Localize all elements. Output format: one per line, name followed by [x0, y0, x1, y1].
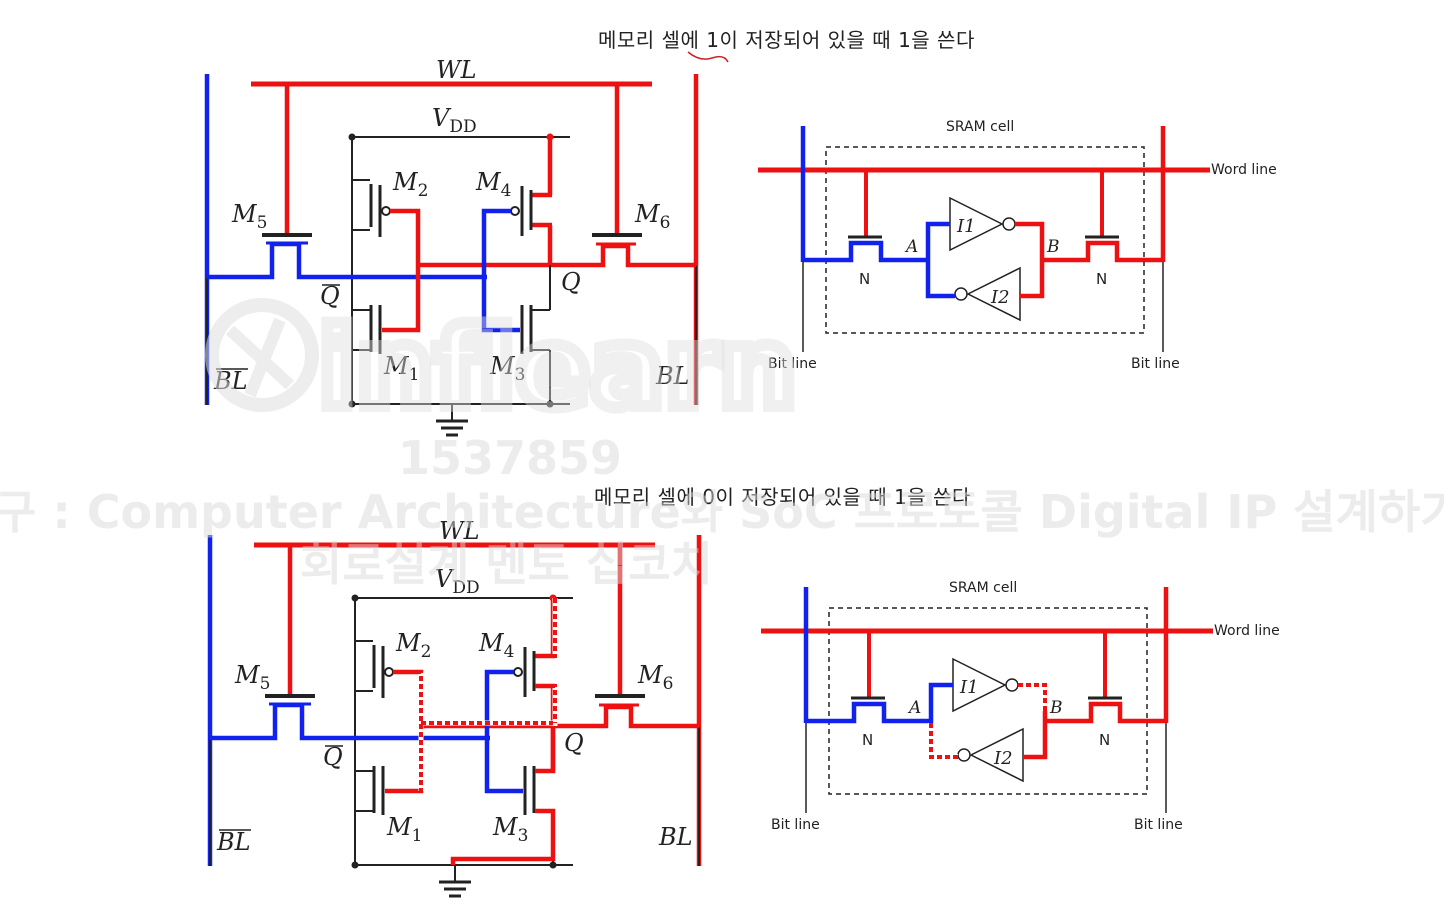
bl-label: BL	[655, 362, 690, 390]
bit-line-right-label: Bit line	[1131, 356, 1180, 372]
q-bar-label: Q	[323, 743, 343, 771]
inverter-2-label: I2	[990, 287, 1010, 308]
transistor-left-label: N	[859, 270, 870, 288]
transistor-left-label: N	[862, 731, 873, 749]
m6-label: M6	[634, 200, 670, 233]
caption-bottom: 메모리 셀에 0이 저장되어 있을 때 1을 쓴다	[594, 485, 971, 509]
sram-block-bottom: SRAM cell Word line Bit line Bit line A …	[761, 580, 1280, 833]
bl-bar-label: BL	[216, 828, 251, 856]
m3-label: M3	[492, 813, 528, 846]
watermark-logo: inflearn	[318, 304, 797, 432]
inverter-2-label: I2	[993, 748, 1013, 769]
wl-label: WL	[439, 517, 480, 545]
m5-label: M5	[234, 661, 270, 694]
transistor-right-label: N	[1096, 270, 1107, 288]
caption-top: 메모리 셀에 1이 저장되어 있을 때 1을 쓴다	[598, 28, 975, 52]
bl-label: BL	[658, 823, 693, 851]
annotation-squiggle	[687, 51, 729, 63]
sram-title: SRAM cell	[949, 580, 1017, 596]
bit-line-left-label: Bit line	[771, 817, 820, 833]
sram-title: SRAM cell	[946, 119, 1014, 135]
transistor-cell-bottom: WL VDD M2 M4 M5 M6 M1 M3 Q Q BL BL	[210, 517, 699, 896]
sram-block-top: SRAM cell Word line Bit line Bit line A …	[758, 119, 1277, 372]
vdd-label: VDD	[435, 565, 480, 598]
q-label: Q	[561, 268, 581, 296]
bit-line-right-label: Bit line	[1134, 817, 1183, 833]
m4-label: M4	[475, 168, 511, 201]
node-a-label: A	[907, 698, 921, 718]
watermark-course-2: 회로설계 멘토 십코치	[300, 537, 713, 591]
q-bar-label: Q	[320, 282, 340, 310]
wl-label: WL	[436, 56, 477, 84]
inverter-1-label: I1	[956, 216, 976, 237]
inverter-1-label: I1	[959, 677, 979, 698]
vdd-label: VDD	[432, 104, 477, 137]
m1-label: M1	[383, 352, 419, 385]
node-b-label: B	[1046, 237, 1060, 257]
node-b-label: B	[1049, 698, 1063, 718]
q-label: Q	[564, 729, 584, 757]
watermark: inflearn 1537859 구 : Computer Architectu…	[0, 298, 1444, 591]
m2-label: M2	[392, 168, 428, 201]
m4-label: M4	[478, 629, 514, 662]
m3-label: M3	[489, 352, 525, 385]
m1-label: M1	[386, 813, 422, 846]
node-a-label: A	[904, 237, 918, 257]
watermark-course: 구 : Computer Architecture와 SoC 프로토콜 Digi…	[0, 485, 1444, 539]
word-line-label: Word line	[1211, 162, 1277, 178]
m5-label: M5	[231, 200, 267, 233]
word-line-label: Word line	[1214, 623, 1280, 639]
transistor-cell-top: WL VDD M2 M4 M5 M6 M1 M3 Q Q BL BL	[207, 56, 696, 435]
transistor-right-label: N	[1099, 731, 1110, 749]
m2-label: M2	[395, 629, 431, 662]
m6-label: M6	[637, 661, 673, 694]
bit-line-left-label: Bit line	[768, 356, 817, 372]
watermark-id: 1537859	[398, 431, 622, 485]
